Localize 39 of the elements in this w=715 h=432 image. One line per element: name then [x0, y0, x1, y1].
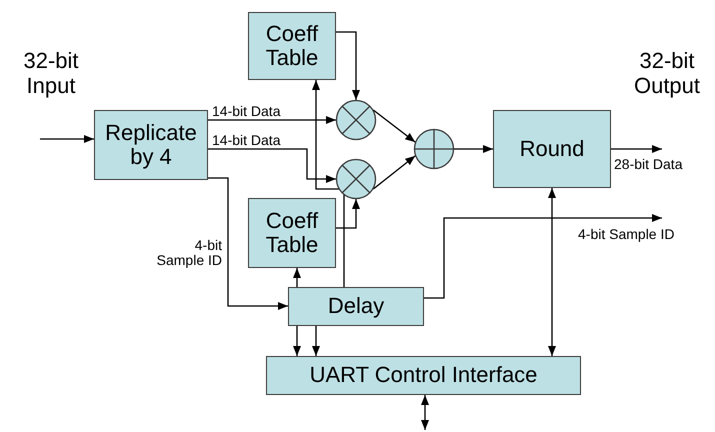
arrow: [312, 326, 320, 356]
multiplier-symbol: [335, 99, 377, 141]
arrow: [208, 116, 336, 124]
arrow: [421, 395, 429, 430]
port-label: 32-bit Output: [632, 48, 702, 99]
process-box: [248, 198, 336, 268]
edge-label: 4-bit Sample ID: [156, 238, 222, 269]
process-box: [248, 12, 336, 80]
process-box: [94, 110, 208, 180]
block-label: Round: [520, 136, 584, 162]
arrow: [293, 268, 301, 287]
process-box: [266, 356, 581, 395]
arrow: [312, 80, 345, 287]
block-label: Replicate by 4: [104, 120, 198, 170]
arrow: [611, 145, 662, 153]
process-box: [288, 287, 424, 326]
port-label: 32-bit Input: [22, 48, 80, 99]
arrow: [372, 109, 416, 143]
arrow: [40, 135, 94, 143]
edge-label: 14-bit Data: [212, 133, 280, 148]
arrow: [424, 214, 662, 299]
arrow: [336, 31, 360, 100]
arrow: [208, 148, 336, 183]
block-label: Coeff Table: [264, 208, 320, 258]
process-box: [493, 110, 611, 188]
edge-label: 28-bit Data: [614, 157, 682, 172]
block-label: Coeff Table: [264, 22, 320, 70]
block-label: Delay: [328, 294, 384, 319]
block-label: UART Control Interface: [310, 363, 538, 388]
arrow: [208, 177, 288, 310]
edge-label: 4-bit Sample ID: [578, 227, 674, 242]
adder-symbol: [413, 128, 455, 170]
arrow: [548, 188, 556, 356]
arrow: [336, 199, 360, 229]
multiplier-symbol: [335, 158, 377, 200]
arrow: [454, 145, 493, 153]
edge-label: 14-bit Data: [212, 104, 280, 120]
arrow: [293, 326, 301, 356]
arrow: [372, 155, 416, 190]
